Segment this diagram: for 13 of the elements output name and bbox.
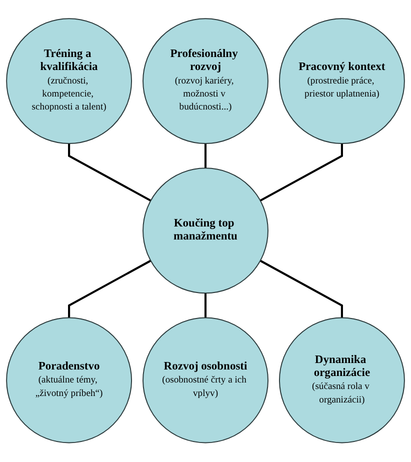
- circle-node: Rozvoj osobnosti (osobnostné črty a ich vplyv): [142, 318, 268, 444]
- circle-node: Poradenstvo (aktuálne témy, „životný príbeh“): [6, 318, 132, 444]
- connector-line: [204, 144, 207, 169]
- circle-node: Tréning a kvalifikácia (zručnosti, kompetencie, schopnosti a talent): [6, 18, 132, 144]
- connector-line: [68, 144, 152, 202]
- circle-node: Pracovný kontext (prostredie práce, priestor uplatnenia): [278, 18, 405, 144]
- circle-node: Koučing top manažmentu: [142, 168, 268, 294]
- circle-node: Profesionálny rozvoj (rozvoj kariéry, možnosti v budúcnosti...): [142, 18, 268, 144]
- connector-line: [260, 260, 343, 318]
- circle-node: Dynamika organizácie (súčasná rola v organizácii): [278, 318, 405, 444]
- connector-line: [68, 260, 152, 318]
- connector-line: [260, 144, 343, 202]
- connector-line: [204, 293, 207, 318]
